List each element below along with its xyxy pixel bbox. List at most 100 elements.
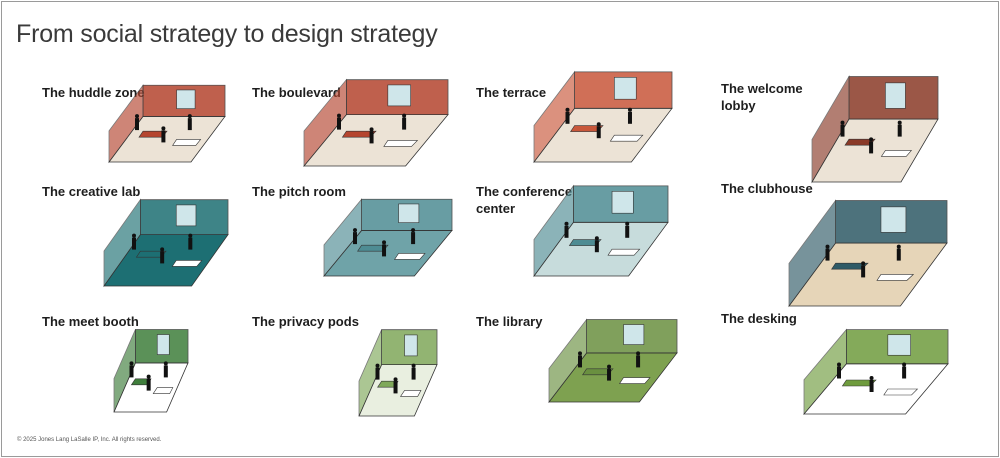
person-body <box>861 265 866 278</box>
person-body <box>375 367 380 380</box>
window <box>398 203 420 223</box>
side-wall <box>803 328 847 416</box>
illustration-pitch-room <box>323 198 453 278</box>
person-head <box>564 221 569 226</box>
person-body <box>393 381 398 394</box>
illustration-desking <box>803 328 949 416</box>
person-head <box>594 236 599 241</box>
label-creative-lab: The creative lab <box>42 184 141 199</box>
person-head <box>837 362 841 367</box>
label-boulevard: The boulevard <box>252 85 341 100</box>
person-body <box>902 366 907 379</box>
window <box>614 77 637 100</box>
table <box>383 140 419 147</box>
person-body <box>160 251 165 264</box>
label-clubhouse: The clubhouse <box>721 181 813 196</box>
window <box>176 89 196 109</box>
person-head <box>896 244 901 249</box>
person-body <box>578 355 582 368</box>
table <box>883 388 919 396</box>
person-body <box>146 378 151 391</box>
person-head <box>578 351 582 356</box>
person-head <box>869 376 874 380</box>
person-body <box>840 124 845 137</box>
person-body <box>869 380 874 392</box>
illustration-terrace <box>533 70 673 164</box>
person-head <box>869 137 874 142</box>
table <box>393 253 426 260</box>
person-head <box>897 120 902 125</box>
window <box>156 334 170 355</box>
window <box>387 84 411 107</box>
person-head <box>146 374 151 379</box>
person-head <box>636 351 641 356</box>
person-body <box>596 126 601 139</box>
table <box>172 139 202 146</box>
window <box>885 82 906 109</box>
illustration-meet-booth <box>113 329 189 413</box>
illustration-welcome-lobby <box>811 75 939 184</box>
table <box>880 150 913 157</box>
side-wall <box>108 84 144 164</box>
label-welcome-lobby: The welcome lobby <box>721 81 803 113</box>
person-head <box>160 247 165 252</box>
person-head <box>161 126 166 131</box>
illustration-privacy-pods <box>358 329 438 417</box>
label-conference-center: The conference center <box>476 184 573 216</box>
person-head <box>825 244 830 249</box>
person-head <box>163 361 168 366</box>
label-pitch-room: The pitch room <box>252 184 346 199</box>
person-head <box>353 228 357 233</box>
person-head <box>627 107 632 112</box>
person-body <box>402 117 407 130</box>
window <box>175 204 197 227</box>
side-wall <box>533 184 574 278</box>
person-head <box>596 122 601 127</box>
person-body <box>337 117 341 130</box>
person-head <box>411 363 416 368</box>
person-body <box>825 248 830 261</box>
table <box>618 377 651 384</box>
person-body <box>627 111 632 124</box>
window <box>880 206 907 233</box>
person-body <box>594 240 599 253</box>
table <box>609 134 644 142</box>
person-body <box>187 118 192 131</box>
side-wall <box>323 198 362 278</box>
table <box>399 390 422 397</box>
person-body <box>353 232 357 245</box>
person-body <box>896 248 901 261</box>
person-body <box>161 130 166 143</box>
side-wall <box>113 329 136 413</box>
label-library: The library <box>476 314 543 329</box>
person-head <box>337 113 341 118</box>
side-wall <box>811 75 850 184</box>
person-head <box>135 114 139 119</box>
person-head <box>565 107 570 112</box>
person-head <box>902 362 907 367</box>
table <box>171 260 203 267</box>
label-desking: The desking <box>721 311 797 326</box>
illustration-creative-lab <box>103 198 229 288</box>
person-head <box>607 364 612 369</box>
person-head <box>861 261 866 266</box>
person-head <box>411 228 416 233</box>
person-body <box>163 365 168 378</box>
illustration-clubhouse <box>788 199 948 308</box>
side-wall <box>358 329 383 417</box>
label-huddle-zone: The huddle zone <box>42 85 145 100</box>
table <box>152 387 174 394</box>
page-title: From social strategy to design strategy <box>16 20 438 48</box>
person-body <box>897 124 902 137</box>
window <box>611 191 634 214</box>
illustration-conference-center <box>533 184 669 278</box>
label-meet-booth: The meet booth <box>42 314 139 329</box>
person-body <box>869 141 874 154</box>
person-body <box>369 131 374 144</box>
illustration-library <box>548 318 678 404</box>
person-head <box>132 233 136 238</box>
person-body <box>625 225 630 238</box>
person-head <box>625 221 630 226</box>
window <box>623 324 645 345</box>
